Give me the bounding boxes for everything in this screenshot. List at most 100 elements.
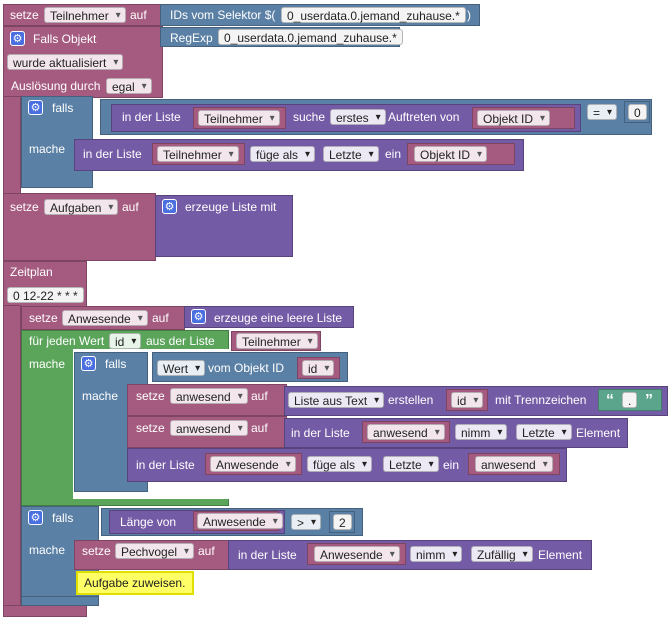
get-mode-dropdown[interactable]: nimm: [455, 424, 508, 441]
var-anwesende-dropdown[interactable]: Anwesende: [197, 513, 283, 530]
element-label: Element: [538, 548, 583, 562]
setze-label: setze: [29, 311, 58, 325]
list-from-text-dropdown[interactable]: Liste aus Text: [288, 392, 385, 409]
gear-icon[interactable]: ⚙: [191, 309, 206, 324]
gear-icon[interactable]: ⚙: [162, 199, 177, 214]
compare-operator-dropdown[interactable]: =: [587, 104, 618, 121]
regexp-label: RegExp: [170, 31, 213, 45]
setze-label: setze: [10, 200, 39, 214]
compare-operator-dropdown[interactable]: >: [291, 514, 322, 531]
var-teilnehmer-dropdown[interactable]: Teilnehmer: [157, 146, 239, 163]
in-der-liste-label: in der Liste: [291, 426, 350, 440]
suche-label: suche: [293, 110, 326, 124]
objekt-id-dropdown[interactable]: Objekt ID: [477, 110, 551, 127]
var-id-dropdown[interactable]: id: [302, 360, 335, 377]
number-input[interactable]: 0: [628, 104, 647, 120]
value-type-dropdown[interactable]: Wert: [157, 360, 206, 377]
var-anwesend-dropdown[interactable]: anwesend: [475, 456, 553, 473]
number-input[interactable]: 2: [333, 514, 352, 530]
erzeuge-leere-liste-label: erzeuge eine leere Liste: [214, 311, 343, 325]
var-anwesende-dropdown[interactable]: Anwesende: [62, 310, 148, 327]
trigger-body-spine: [3, 96, 21, 196]
mache-label: mache: [29, 357, 66, 371]
aus-der-liste-label: aus der Liste: [146, 334, 215, 348]
var-anwesend-dropdown[interactable]: anwesend: [367, 424, 445, 441]
erstellen-label: erstellen: [388, 393, 434, 407]
schedule-footer: [3, 605, 87, 617]
list-get-random-block[interactable]: [228, 540, 592, 570]
gear-icon[interactable]: ⚙: [28, 510, 43, 525]
var-teilnehmer-dropdown[interactable]: Teilnehmer: [44, 7, 126, 24]
auf-label: auf: [198, 544, 215, 558]
insert-mode-dropdown[interactable]: füge als: [250, 146, 316, 163]
ausloesung-label: Auslösung durch: [11, 79, 101, 93]
comment-note[interactable]: Aufgabe zuweisen.: [76, 571, 194, 595]
ein-label: ein: [443, 458, 460, 472]
trigger-mode-dropdown[interactable]: wurde aktualisiert: [7, 54, 124, 71]
in-der-liste-label: in der Liste: [83, 147, 142, 161]
auf-label: auf: [130, 8, 147, 22]
falls-label: falls: [105, 357, 127, 371]
gear-icon[interactable]: ⚙: [81, 356, 96, 371]
mache-label: mache: [29, 543, 66, 557]
auftreten-label: Auftreten von: [388, 110, 460, 124]
in-der-liste-label: in der Liste: [122, 110, 181, 124]
in-der-liste-label: in der Liste: [238, 548, 297, 562]
cron-input[interactable]: 0 12-22 * * *: [7, 287, 84, 303]
erzeuge-liste-label: erzeuge Liste mit: [185, 200, 277, 214]
var-anwesende-dropdown[interactable]: Anwesende: [210, 456, 296, 473]
falls-label: falls: [52, 101, 74, 115]
trennzeichen-label: mit Trennzeichen: [495, 393, 587, 407]
insert-mode-dropdown[interactable]: füge als: [307, 456, 373, 473]
suche-mode-dropdown[interactable]: erstes: [330, 109, 386, 126]
var-anwesend-dropdown[interactable]: anwesend: [170, 420, 248, 437]
create-empty-list-block[interactable]: [184, 306, 354, 328]
selector-close-label: ): [467, 8, 471, 22]
mache-label: mache: [82, 389, 119, 403]
schedule-body-spine: [3, 305, 21, 617]
laenge-label: Länge von: [120, 515, 177, 529]
var-aufgaben-dropdown[interactable]: Aufgaben: [44, 199, 119, 216]
gear-icon[interactable]: ⚙: [28, 100, 43, 115]
gear-icon[interactable]: ⚙: [10, 31, 25, 46]
auf-label: auf: [122, 200, 139, 214]
zeitplan-label: Zeitplan: [10, 265, 53, 279]
falls-label: falls: [52, 511, 74, 525]
vom-objekt-label: vom Objekt ID: [208, 361, 285, 375]
auf-label: auf: [152, 311, 169, 325]
var-id-dropdown[interactable]: id: [451, 392, 484, 409]
get-position-dropdown[interactable]: Letzte: [516, 424, 572, 441]
close-quote-icon: ”: [645, 392, 653, 409]
separator-input[interactable]: .: [622, 392, 638, 408]
loop-item-dropdown[interactable]: id: [109, 333, 142, 350]
if-block-3-footer: [21, 596, 99, 606]
fuer-jeden-label: für jeden Wert: [29, 334, 105, 348]
selector-input[interactable]: 0_userdata.0.jemand_zuhause.*: [281, 7, 466, 23]
auf-label: auf: [251, 421, 268, 435]
create-list-with-block[interactable]: [155, 195, 293, 257]
var-pechvogel-dropdown[interactable]: Pechvogel: [115, 543, 195, 560]
auf-label: auf: [251, 389, 268, 403]
insert-position-dropdown[interactable]: Letzte: [323, 146, 379, 163]
get-position-dropdown[interactable]: Zufällig: [471, 546, 533, 563]
ausloesung-dropdown[interactable]: egal: [106, 78, 152, 95]
insert-position-dropdown[interactable]: Letzte: [383, 456, 439, 473]
objekt-id-dropdown[interactable]: Objekt ID: [414, 146, 488, 163]
setze-label: setze: [136, 389, 165, 403]
var-teilnehmer-dropdown[interactable]: Teilnehmer: [236, 333, 318, 350]
setze-label: setze: [10, 8, 39, 22]
element-label: Element: [576, 426, 621, 440]
get-mode-dropdown[interactable]: nimm: [410, 546, 463, 563]
var-anwesende-dropdown[interactable]: Anwesende: [314, 546, 400, 563]
open-quote-icon: “: [606, 392, 614, 409]
mache-label: mache: [29, 142, 66, 156]
var-anwesend-dropdown[interactable]: anwesend: [170, 388, 248, 405]
regexp-input[interactable]: 0_userdata.0.jemand_zuhause.*: [218, 29, 403, 45]
setze-label: setze: [82, 544, 111, 558]
in-der-liste-label: in der Liste: [136, 458, 195, 472]
selector-label: IDs vom Selektor $(: [170, 8, 276, 22]
var-teilnehmer-dropdown[interactable]: Teilnehmer: [198, 110, 280, 127]
setze-label: setze: [136, 421, 165, 435]
falls-objekt-label: Falls Objekt: [33, 32, 97, 46]
ein-label: ein: [385, 147, 402, 161]
